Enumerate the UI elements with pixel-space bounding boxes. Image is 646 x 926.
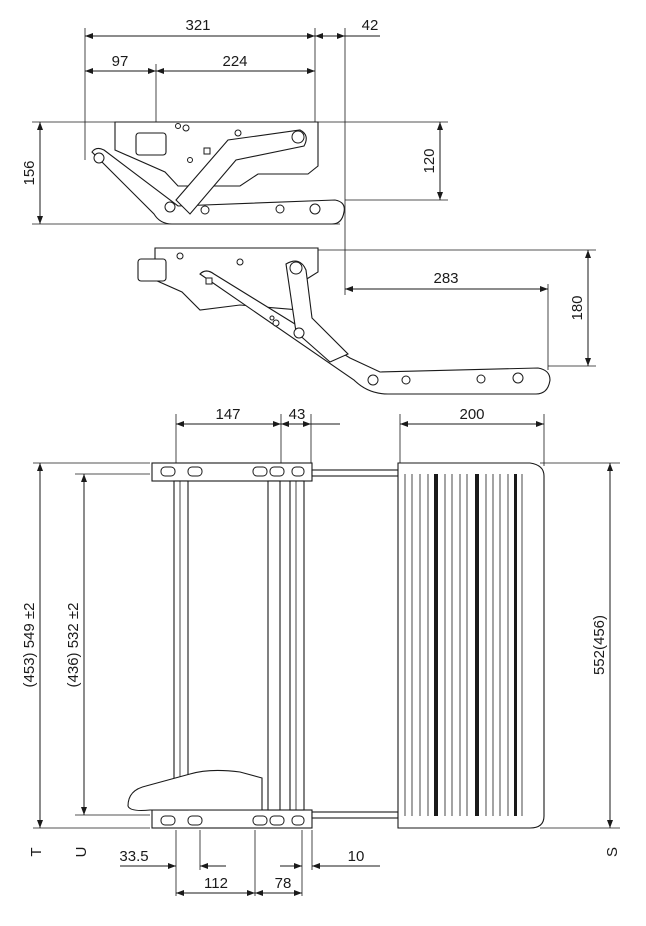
- dim-reach: 283: [433, 270, 458, 287]
- dim-height-right: 120: [421, 148, 438, 173]
- dim-gap: 43: [289, 406, 306, 423]
- tread-grooves: [404, 474, 523, 816]
- dim-drop: 180: [569, 295, 586, 320]
- dim-offset: 42: [362, 17, 379, 34]
- dim-hole-spacing: 112: [204, 875, 228, 892]
- dim-mid-width: 224: [222, 53, 247, 70]
- dim-hole-spacing-2: 78: [275, 875, 292, 892]
- dim-offset-left: 33.5: [119, 848, 148, 865]
- dim-left-width: 97: [112, 53, 129, 70]
- dim-frame-width: 147: [215, 406, 240, 423]
- plan-view: [33, 414, 620, 896]
- retracted-side-view: [32, 28, 448, 295]
- dim-height-left: 156: [21, 160, 38, 185]
- extended-side-view: [137, 247, 596, 395]
- mark-t: T: [28, 847, 45, 856]
- mark-s: S: [604, 847, 621, 857]
- dim-inner-length: (436) 532 ±2: [65, 603, 82, 688]
- dim-overall-width: 321: [185, 17, 210, 34]
- dim-outer-length: (453) 549 ±2: [21, 603, 38, 688]
- dim-depth: 552(456): [591, 615, 608, 675]
- dim-offset-right: 10: [348, 848, 365, 865]
- mark-u: U: [73, 847, 90, 858]
- dim-tread-width: 200: [459, 406, 484, 423]
